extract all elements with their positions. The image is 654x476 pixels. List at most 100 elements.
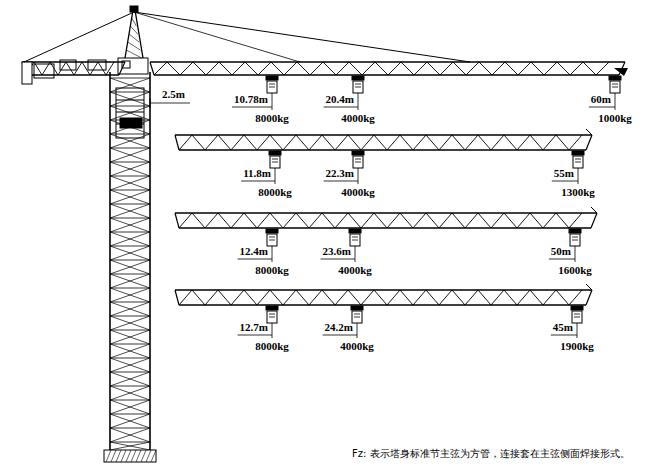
structure-box [353, 156, 363, 168]
structure-line [22, 61, 125, 62]
structure-line [110, 176, 150, 190]
structure-line [578, 168, 579, 184]
structure-line [110, 148, 150, 162]
structure-line [110, 190, 150, 204]
structure-line [110, 218, 150, 219]
structure-line [110, 162, 150, 176]
structure-line [126, 50, 141, 58]
structure-line [387, 290, 400, 305]
structure-line [552, 181, 578, 182]
structure-line [134, 12, 300, 62]
structure-line [348, 213, 361, 228]
dimension-label: 55m [554, 167, 574, 180]
structure-line [110, 330, 150, 331]
structure-line [110, 330, 150, 344]
structure-line [323, 335, 357, 336]
structure-line [257, 213, 270, 228]
structure-line [530, 290, 543, 305]
structure-line [110, 316, 150, 330]
structure-line [110, 260, 150, 274]
structure-line [135, 10, 143, 58]
structure-line [179, 290, 192, 305]
structure-line [110, 260, 150, 274]
structure-line [110, 400, 150, 414]
structure-box [60, 60, 76, 70]
structure-line [322, 213, 335, 228]
structure-line [110, 414, 150, 415]
structure-line [219, 62, 232, 75]
structure-line [355, 246, 356, 262]
structure-line [583, 62, 596, 75]
structure-line [348, 135, 361, 150]
structure-line [478, 290, 491, 305]
structure-line [556, 213, 569, 228]
structure-line [352, 237, 358, 238]
structure-box [350, 234, 360, 246]
structure-line [269, 314, 275, 315]
structure-line [283, 135, 296, 150]
structure-box [118, 58, 148, 74]
structure-line [74, 62, 82, 75]
structure-line [335, 135, 348, 150]
structure-line [269, 84, 275, 85]
structure-line [116, 450, 121, 462]
structure-line [452, 213, 465, 228]
structure-box [351, 306, 363, 310]
structure-line [110, 358, 150, 372]
load-label: 1900kg [560, 340, 594, 353]
structure-line [150, 98, 151, 108]
structure-line [572, 237, 578, 238]
structure-box [609, 76, 621, 80]
structure-line [119, 62, 125, 75]
structure-line [110, 288, 150, 302]
structure-line [192, 290, 205, 305]
structure-line [110, 330, 150, 344]
structure-line [110, 176, 150, 190]
structure-line [232, 62, 245, 75]
structure-line [272, 93, 273, 110]
structure-line [453, 62, 466, 75]
structure-line [110, 274, 150, 288]
structure-line [400, 135, 413, 150]
structure-line [478, 135, 491, 150]
structure-line [505, 62, 518, 75]
structure-line [322, 135, 335, 150]
structure-line [244, 213, 257, 228]
dimension-label: 60m [591, 93, 611, 106]
structure-box [266, 76, 278, 80]
structure-line [569, 213, 582, 228]
structure-line [556, 290, 569, 305]
structure-line [110, 414, 150, 428]
structure-line [110, 358, 150, 359]
structure-line [110, 218, 150, 232]
structure-line [149, 72, 151, 450]
structure-line [175, 135, 179, 150]
structure-line [355, 87, 361, 88]
structure-line [110, 372, 150, 373]
structure-line [556, 135, 569, 150]
structure-line [452, 135, 465, 150]
structure-line [400, 213, 413, 228]
structure-box [266, 229, 278, 233]
structure-line [110, 204, 150, 218]
structure-box [270, 156, 280, 168]
structure-line [110, 232, 150, 246]
structure-line [269, 87, 275, 88]
structure-line [413, 135, 426, 150]
structure-line [257, 290, 270, 305]
structure-line [296, 213, 309, 228]
structure-line [109, 72, 111, 450]
structure-line [232, 107, 272, 108]
structure-box [104, 450, 156, 462]
structure-line [110, 442, 150, 443]
structure-line [258, 62, 271, 75]
structure-line [121, 450, 126, 462]
load-label: 8000kg [255, 264, 289, 277]
structure-line [110, 288, 150, 289]
load-label: 1300kg [561, 186, 595, 199]
structure-box [352, 151, 364, 155]
structure-line [238, 335, 272, 336]
structure-box [352, 76, 364, 80]
structure-box [116, 88, 144, 138]
structure-line [270, 213, 283, 228]
